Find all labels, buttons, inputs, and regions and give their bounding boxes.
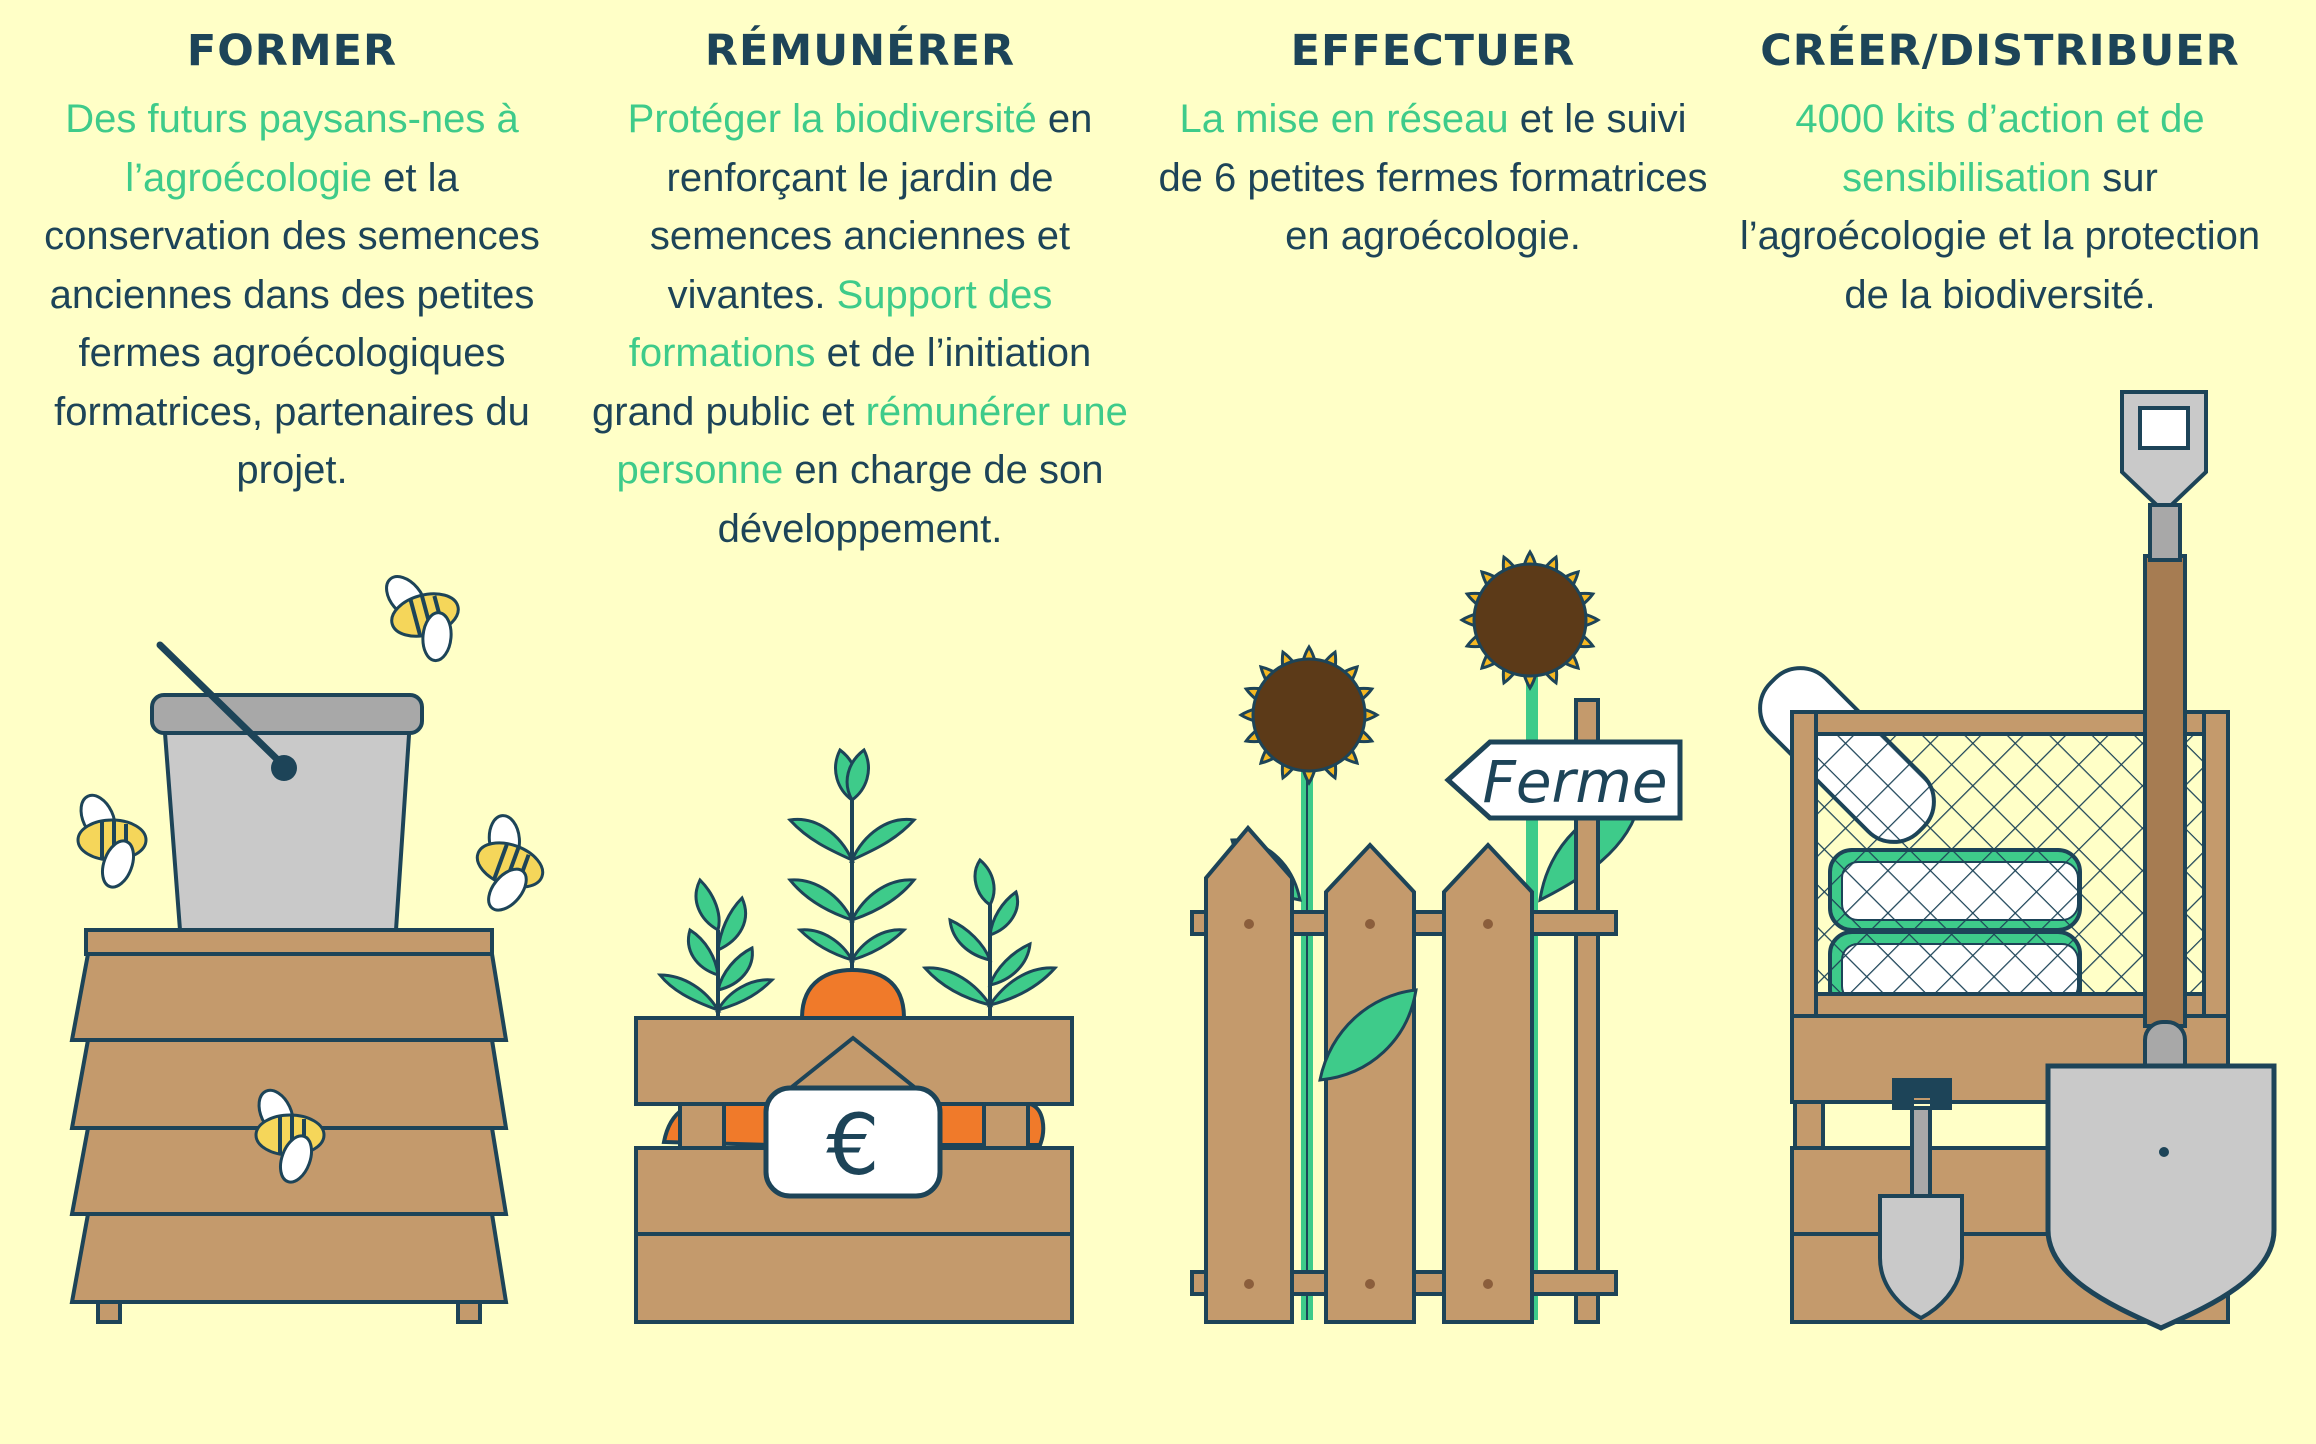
vegetable-crate-illustration: € [634,747,1074,1324]
column-title: CRÉER/DISTRIBUER [1760,26,2240,76]
kit-tools-illustration [1758,390,2277,1331]
body-text: et la conservation des semences ancienne… [44,155,540,493]
column-title: FORMER [186,26,398,76]
highlight-text: rémunérer une personne [616,389,1128,493]
highlight-text: Des futurs paysans-nes à l’agroécologie [65,97,519,200]
bee-icon [72,787,148,894]
column-effectuer: EFFECTUER La mise en réseau et le suivi … [1153,26,1713,266]
body-text: sur l’agroécologie et la protection de l… [1739,155,2261,317]
column-text: 4000 kits d’action et de sensibilisation… [1720,90,2280,324]
body-text: en renforçant le jardin de semences anci… [649,97,1093,317]
column-title: EFFECTUER [1290,26,1576,76]
bee-icon [373,555,474,677]
column-former: FORMER Des futurs paysans-nes à l’agroéc… [12,26,572,500]
sunflower-fence-illustration: Ferme [1190,550,1683,1324]
highlight-text: Support des formations [628,272,1053,376]
column-text: La mise en réseau et le suivi de 6 petit… [1153,90,1713,266]
highlight-text: La mise en réseau [1179,97,1509,141]
column-text: Des futurs paysans-nes à l’agroécologie … [12,90,572,500]
column-creer-distribuer: CRÉER/DISTRIBUER 4000 kits d’action et d… [1720,26,2280,324]
highlight-text: Protéger la biodiversité [627,97,1037,141]
column-text: Protéger la biodiversité en renforçant l… [580,90,1140,558]
highlight-text: 4000 kits d’action et de sensibilisation [1795,97,2205,200]
column-remunerer: RÉMUNÉRER Protéger la biodiversité en re… [580,26,1140,558]
bucket-illustration [150,641,424,932]
euro-icon: € [826,1096,879,1194]
bee-icon [454,803,562,927]
column-title: RÉMUNÉRER [704,26,1016,76]
ferme-sign: Ferme [1482,748,1667,816]
body-text: et de l’initiation grand public et [592,331,1092,434]
beehive-illustration [69,928,509,1324]
body-text: et le suivi de 6 petites fermes formatri… [1158,97,1708,258]
body-text: en charge de son développement. [717,448,1104,551]
